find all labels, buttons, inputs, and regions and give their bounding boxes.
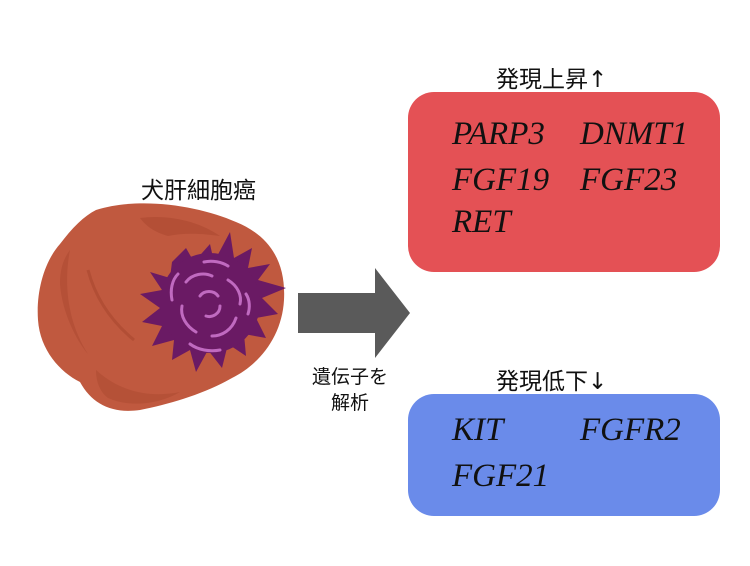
gene-label: RET xyxy=(452,204,511,240)
tumor-illustration xyxy=(140,232,286,372)
gene-label: FGF21 xyxy=(452,458,550,494)
downregulated-heading: 発現低下↓ xyxy=(496,369,608,395)
analysis-label-line1: 遺伝子を xyxy=(311,366,388,388)
analysis-label: 遺伝子を 解析 xyxy=(290,364,410,416)
gene-label: KIT xyxy=(452,412,504,448)
gene-label: FGF19 xyxy=(452,162,550,198)
upregulated-heading: 発現上昇↑ xyxy=(496,67,608,93)
hepatocellular-carcinoma-label: 犬肝細胞癌 xyxy=(141,178,256,204)
downregulated-box: KIT FGFR2 FGF21 xyxy=(408,394,720,516)
gene-label: FGF23 xyxy=(580,162,678,198)
analysis-label-line2: 解析 xyxy=(330,392,369,414)
upregulated-box: PARP3 DNMT1 FGF19 FGF23 RET xyxy=(408,92,720,272)
gene-label: FGFR2 xyxy=(580,412,681,448)
gene-label: DNMT1 xyxy=(580,116,689,152)
gene-label: PARP3 xyxy=(452,116,545,152)
analysis-arrow xyxy=(298,268,410,358)
